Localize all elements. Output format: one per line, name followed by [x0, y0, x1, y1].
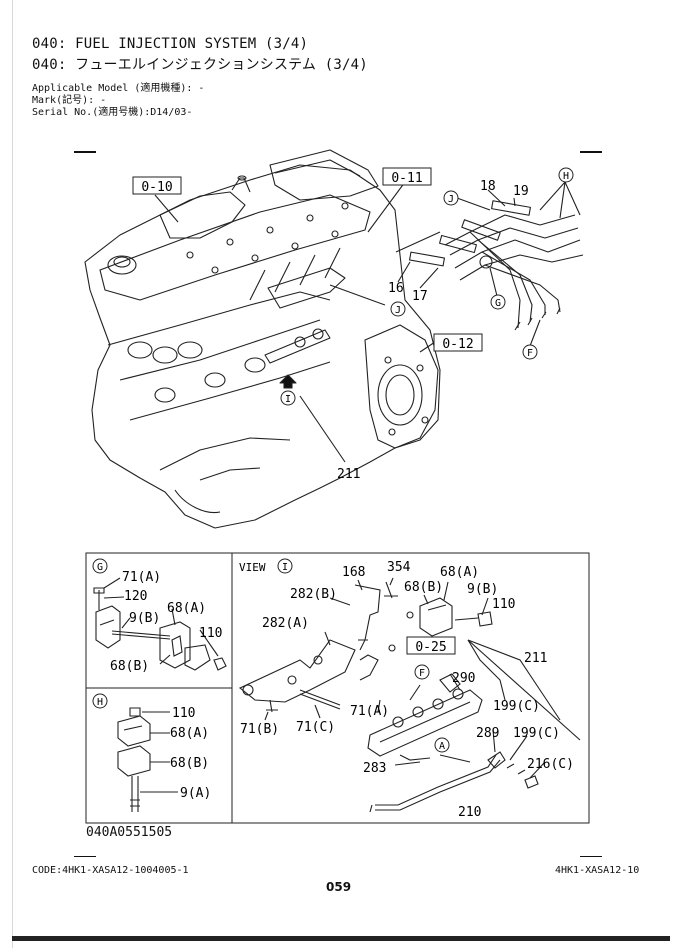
bottom-rule — [12, 936, 670, 941]
detail-h-part-68b: 68(B) — [170, 756, 209, 771]
view-i-part-168: 168 — [342, 565, 365, 580]
view-i-part-211: 211 — [524, 651, 547, 666]
detail-g-part-71a: 71(A) — [122, 570, 161, 585]
ref-0-11: 0-11 — [382, 167, 432, 186]
detail-g-part-110: 110 — [199, 626, 222, 641]
page-title-en: 040: FUEL INJECTION SYSTEM (3/4) — [32, 36, 309, 52]
footer-code: CODE:4HK1-XASA12-1004005-1 — [32, 865, 189, 876]
footer-dash-right — [580, 856, 602, 857]
detail-g-part-9b: 9(B) — [129, 611, 160, 626]
main-engine-diagram: 0-10 0-11 0-12 18 19 16 17 211 H J J G F — [84, 149, 584, 529]
drawing-code: 040A0551505 — [86, 825, 173, 840]
svg-text:0-12: 0-12 — [442, 337, 473, 352]
view-i-part-71a: 71(A) — [350, 704, 389, 719]
ref-0-12: 0-12 — [433, 333, 483, 352]
page-number: 059 — [326, 880, 352, 894]
page-edge — [12, 0, 13, 948]
detail-g: G 71(A) 120 9(B) 6 — [92, 558, 227, 674]
view-i-part-283: 283 — [363, 761, 386, 776]
view-i-part-110: 110 — [492, 597, 515, 612]
svg-text:0-11: 0-11 — [391, 171, 422, 186]
view-i-label: VIEW — [239, 561, 266, 574]
footer-dash-left — [74, 856, 96, 857]
part-18: 18 — [480, 179, 496, 194]
view-i-part-71b: 71(B) — [240, 722, 279, 737]
detail-g-part-68a: 68(A) — [167, 601, 206, 616]
view-i-marker: I — [282, 562, 288, 573]
detail-g-marker: G — [97, 562, 103, 573]
marker-i: I — [285, 394, 291, 405]
marker-g: G — [495, 298, 501, 309]
part-16: 16 — [388, 281, 404, 296]
footer-model: 4HK1-XASA12-10 — [555, 865, 640, 876]
detail-h-part-9a: 9(A) — [180, 786, 211, 801]
dash-mark-left — [74, 151, 96, 153]
view-i-part-216c: 216(C) — [527, 757, 574, 772]
part-19: 19 — [513, 184, 529, 199]
view-i-part-71c: 71(C) — [296, 720, 335, 735]
view-i-part-68b: 68(B) — [404, 580, 443, 595]
page-title-jp: 040: フューエルインジェクションシステム (3/4) — [32, 57, 368, 73]
marker-j-top: J — [448, 194, 454, 205]
part-17: 17 — [412, 289, 428, 304]
detail-panels: G 71(A) 120 9(B) 6 — [85, 552, 590, 824]
detail-h-part-110: 110 — [172, 706, 195, 721]
view-i-part-68a: 68(A) — [440, 565, 479, 580]
injection-pipes — [409, 200, 584, 331]
view-i-marker-a: A — [439, 741, 445, 752]
detail-h-part-68a: 68(A) — [170, 726, 209, 741]
view-i-part-199c-1: 199(C) — [493, 699, 540, 714]
marker-f: F — [527, 348, 533, 359]
engine-block — [84, 149, 441, 529]
marker-h: H — [563, 171, 569, 182]
view-i-part-199c-2: 199(C) — [513, 726, 560, 741]
view-i-part-354: 354 — [387, 560, 411, 575]
detail-g-part-68b: 68(B) — [110, 659, 149, 674]
ref-0-10: 0-10 — [132, 176, 182, 195]
view-i-part-9b: 9(B) — [467, 582, 498, 597]
view-i-part-210: 210 — [458, 805, 481, 820]
ref-0-25: 0-25 — [415, 640, 446, 655]
mark: Mark(記号): - — [32, 95, 107, 106]
view-i-part-282b: 282(B) — [290, 587, 337, 602]
svg-text:0-10: 0-10 — [141, 180, 172, 195]
dash-mark-right — [580, 151, 602, 153]
view-i-part-282a: 282(A) — [262, 616, 309, 631]
detail-h: H 110 68(A) 68(B) 9(A) — [92, 693, 211, 812]
part-211: 211 — [337, 467, 360, 482]
view-i-part-289: 289 — [476, 726, 499, 741]
detail-h-marker: H — [97, 697, 103, 708]
marker-j-left: J — [395, 305, 401, 316]
view-i-marker-f: F — [419, 668, 425, 679]
view-i-part-290: 290 — [452, 671, 475, 686]
applicable-model: Applicable Model (適用機種): - — [32, 83, 205, 94]
detail-g-part-120: 120 — [124, 589, 147, 604]
serial-number: Serial No.(適用号機):D14/03- — [32, 107, 193, 118]
view-i: VIEW I — [238, 558, 581, 820]
